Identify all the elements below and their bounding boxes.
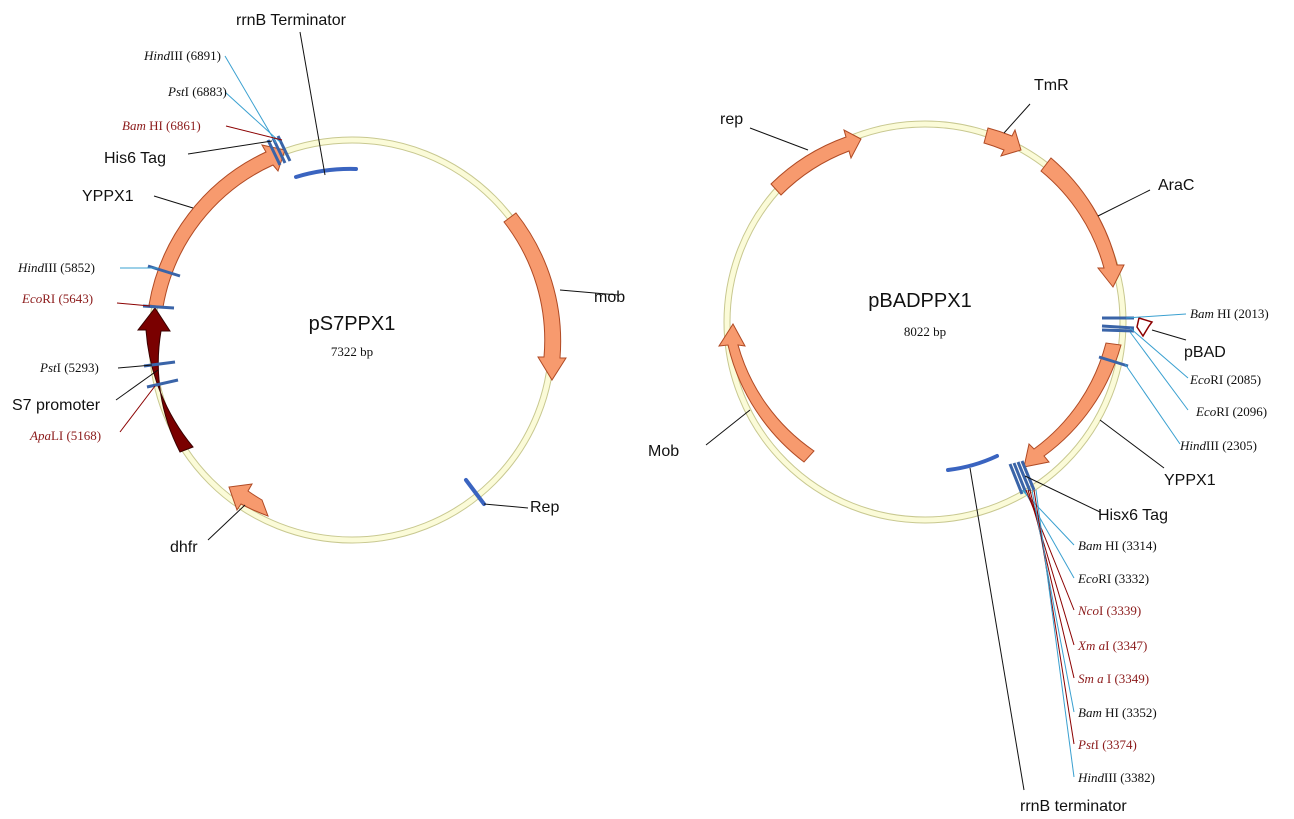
leader-bamhi-3352 (1031, 489, 1075, 713)
site-label-bamhi-2013: Bam HI (2013) (1190, 306, 1269, 321)
leader-rep (749, 127, 809, 151)
site-tick-hindiii-6891 (266, 139, 282, 166)
leader-ecori-2096 (1129, 331, 1189, 411)
leader-yppx1-right (1099, 419, 1165, 469)
site-label-hindiii-5852: HindIII (5852) (17, 260, 95, 275)
feature-arrow-yppx1-right (1023, 342, 1122, 468)
feature-label-hisx6-tag: Hisx6 Tag (1098, 507, 1168, 524)
site-label-bamhi-3314: Bam HI (3314) (1078, 538, 1157, 553)
leader-rep (483, 503, 529, 509)
leader-mob (559, 289, 619, 296)
site-tick-xmai-3347 (1020, 460, 1036, 491)
site-label-hindiii-3382: HindIII (3382) (1077, 770, 1155, 785)
feature-label-dhfr: dhfr (170, 539, 198, 556)
marker-rrnb-terminator-right (946, 454, 999, 472)
feature-label-arac: AraC (1158, 177, 1194, 194)
site-label-smai-3349: Sm a I (3349) (1078, 671, 1149, 686)
leader-rrnb-terminator (299, 31, 326, 176)
leader-bamhi-2013 (1125, 313, 1187, 319)
feature-label-his6-tag: His6 Tag (104, 150, 166, 167)
marker-rep (464, 478, 486, 506)
leader-ecori-2085 (1129, 327, 1189, 379)
site-label-bamhi-6861: Bam HI (6861) (122, 118, 201, 133)
plasmid-name-right: pBADPPX1 (868, 290, 971, 312)
site-tick-ecori-3332 (1012, 462, 1028, 494)
feature-label-tmr: TmR (1034, 77, 1069, 94)
leader-psti-5293 (117, 364, 153, 369)
site-label-xmai-3347: Xm aI (3347) (1077, 638, 1147, 653)
site-label-ecori-2096: EcoRI (2096) (1195, 404, 1267, 419)
leader-bamhi-6861 (225, 125, 283, 141)
feature-label-mob-right: Mob (648, 443, 679, 460)
site-tick-ecori-5643 (142, 304, 175, 310)
site-label-psti-3374: PstI (3374) (1077, 737, 1137, 752)
feature-label-yppx1-right: YPPX1 (1164, 472, 1216, 489)
plasmid-backbone-right-fill (724, 121, 1126, 523)
site-label-hindiii-6891: HindIII (6891) (143, 48, 221, 63)
feature-label-yppx1-left: YPPX1 (82, 188, 134, 205)
feature-label-mob: mob (594, 289, 625, 306)
feature-label-pbad: pBAD (1184, 344, 1226, 361)
site-label-psti-6883: PstI (6883) (167, 84, 227, 99)
leader-his6-tag (187, 140, 273, 155)
feature-arrow-mob (503, 212, 567, 381)
site-label-ecori-5643: EcoRI (5643) (21, 291, 93, 306)
site-tick-ncoi-3339 (1016, 461, 1032, 492)
leader-smai-3349 (1029, 489, 1075, 679)
feature-arrow-dhfr (228, 483, 269, 517)
site-label-ecori-2085: EcoRI (2085) (1189, 372, 1261, 387)
leader-xmai-3347 (1027, 489, 1075, 646)
leader-rrnb-terminator-right (969, 467, 1025, 791)
feature-label-rrnb-terminator: rrnB Terminator (236, 12, 347, 29)
marker-rrnb-terminator (294, 166, 358, 179)
feature-arrow-yppx1 (148, 144, 286, 308)
feature-arrow-s7-promoter (136, 307, 194, 453)
feature-label-rep: rep (720, 111, 743, 128)
feature-label-s7-promoter: S7 promoter (12, 397, 101, 414)
leader-arac (1097, 189, 1151, 217)
site-tick-bamhi-3314 (1008, 463, 1024, 495)
leader-s7-promoter (115, 369, 159, 401)
plasmid-size-right: 8022 bp (904, 324, 946, 339)
feature-arrow-mob-right (718, 323, 815, 463)
site-label-bamhi-3352: Bam HI (3352) (1078, 705, 1157, 720)
feature-label-rep: Rep (530, 499, 559, 516)
leader-ecori-5643 (116, 302, 151, 307)
leader-hindiii-3382 (1035, 489, 1075, 778)
site-label-ncoi-3339: NcoI (3339) (1077, 603, 1141, 618)
leader-hindiii-2305 (1124, 363, 1181, 445)
site-label-apali-5168: ApaLI (5168) (29, 428, 101, 443)
leader-mob-right (705, 409, 751, 446)
feature-arrow-arac (1040, 157, 1125, 288)
leader-tmr (1003, 103, 1031, 134)
site-tick-hindiii-2305 (1098, 355, 1129, 368)
leader-hindiii-6891 (224, 55, 277, 144)
feature-arrow-rep (770, 129, 862, 196)
leader-psti-6883 (224, 91, 281, 143)
plasmid-size-left: 7322 bp (331, 344, 373, 359)
leader-hisx6-tag (1024, 475, 1101, 513)
plasmid-pbadppx1: pBADPPX1 8022 bp TmR rep AraC pBAD YPPX1… (648, 77, 1269, 815)
site-tick-ecori-2085 (1101, 324, 1135, 330)
site-tick-bamhi-6861 (276, 135, 292, 162)
feature-arrow-tmr (983, 127, 1022, 157)
leader-dhfr (207, 504, 246, 541)
plasmid-name-left: pS7PPX1 (309, 313, 396, 335)
plasmid-ps7ppx1: pS7PPX1 7322 bp rrnB Terminator His6 Tag… (12, 12, 625, 556)
site-tick-apali-5168 (146, 378, 179, 389)
site-label-hindiii-2305: HindIII (2305) (1179, 438, 1257, 453)
site-label-psti-5293: PstI (5293) (39, 360, 99, 375)
leader-apali-5168 (119, 385, 156, 433)
leader-yppx1-left (153, 195, 194, 209)
feature-arrow-pbad (1136, 317, 1154, 338)
feature-label-rrnb-terminator-right: rrnB terminator (1020, 798, 1127, 815)
leader-psti-3374 (1033, 489, 1075, 745)
site-tick-ecori-2096 (1101, 328, 1135, 333)
leader-pbad (1151, 329, 1187, 341)
site-label-ecori-3332: EcoRI (3332) (1077, 571, 1149, 586)
